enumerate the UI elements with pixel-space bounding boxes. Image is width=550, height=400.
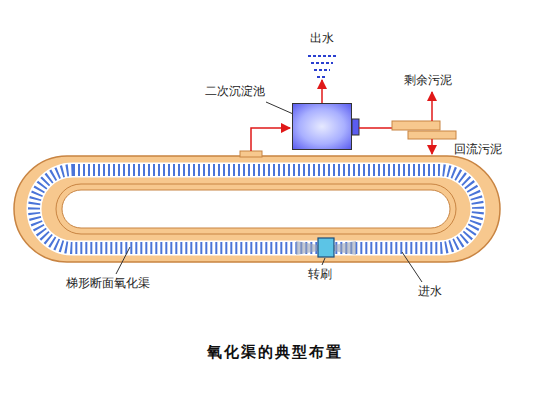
sludge-line <box>359 127 392 129</box>
flow-arrow <box>251 128 290 151</box>
sludge-splitter <box>392 121 440 130</box>
clarifier-outlet <box>352 119 359 135</box>
outlet-weir <box>240 151 262 157</box>
leader-line <box>402 252 422 282</box>
effluent-arrow <box>321 80 323 103</box>
water-drops <box>308 56 336 77</box>
tank-label: 二次沉淀池 <box>205 84 265 98</box>
part-label: 剩余污泥 <box>404 73 452 87</box>
channel-island <box>56 184 456 234</box>
part-label: 进水 <box>418 284 442 298</box>
rotor-guide <box>334 241 356 255</box>
sludge-splitter <box>408 131 456 139</box>
caption: 氧化渠的典型布置 <box>207 343 343 362</box>
part-label: 梯形断面氧化渠 <box>66 276 150 290</box>
channel-outer <box>14 156 500 262</box>
brush-rotor <box>318 238 334 257</box>
part-label: 回流污泥 <box>454 142 502 156</box>
water-band <box>34 170 478 248</box>
part-label: 转刷 <box>308 267 332 281</box>
part-label: 出水 <box>310 31 334 45</box>
return-sludge-arrow <box>431 139 433 154</box>
leader-line <box>116 247 130 274</box>
leader-line <box>322 258 325 265</box>
excess-sludge-arrow <box>431 92 433 121</box>
island-inner <box>62 190 450 228</box>
clarifier-tank: 二次沉淀池 <box>292 103 352 150</box>
rotor-guide <box>296 241 318 255</box>
water-hatch <box>34 170 478 248</box>
